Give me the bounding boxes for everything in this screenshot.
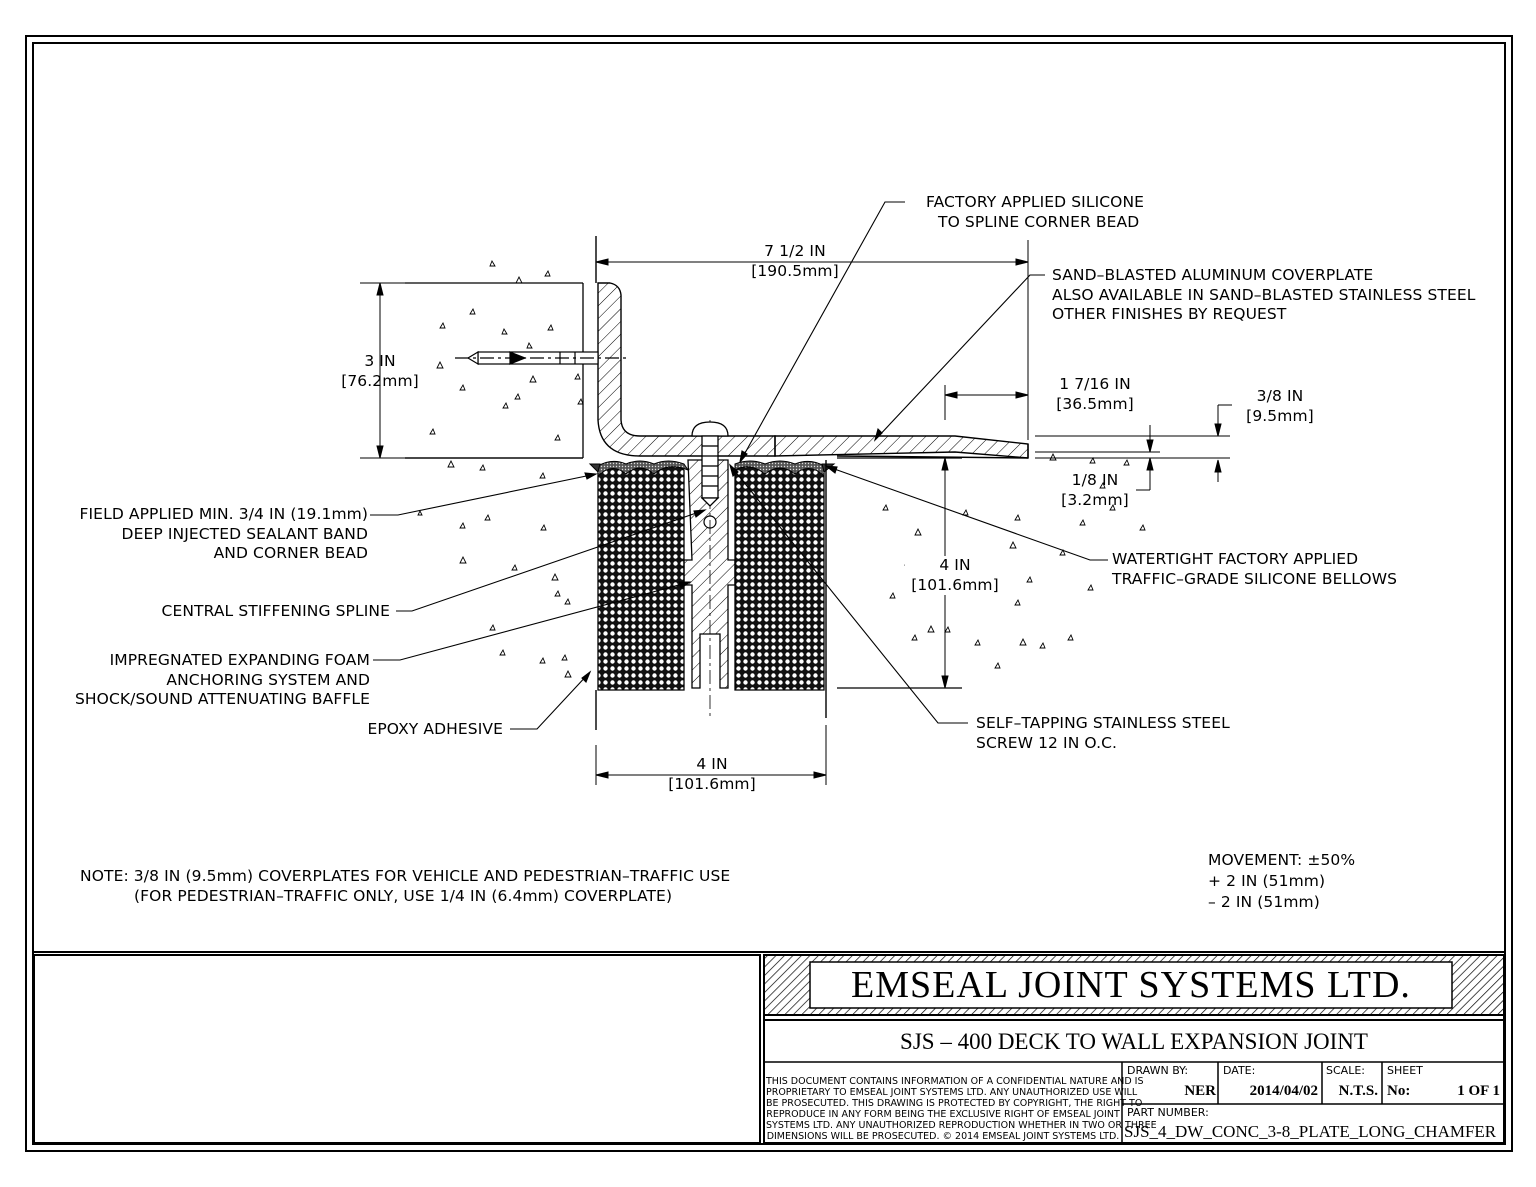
callout-coverplate: SAND–BLASTED ALUMINUM COVERPLATE ALSO AV… [1052, 266, 1476, 325]
disclaimer-line: THIS DOCUMENT CONTAINS INFORMATION OF A … [766, 1076, 1144, 1087]
disclaimer-line: REPRODUCE IN ANY FORM BEING THE EXCLUSIV… [766, 1109, 1120, 1120]
callout-line: IMPREGNATED EXPANDING FOAM [109, 651, 370, 669]
callout-line: DEEP INJECTED SEALANT BAND [121, 524, 368, 543]
callout-sealant-band: FIELD APPLIED MIN. 3/4 IN (19.1mm) DEEP … [80, 505, 369, 564]
dim-value: 7 1/2 IN [764, 242, 826, 260]
sheet-no-label: No: [1387, 1083, 1411, 1099]
company-name: EMSEAL JOINT SYSTEMS LTD. [851, 964, 1411, 1006]
movement: MOVEMENT: ±50% + 2 IN (51mm) – 2 IN (51m… [1208, 850, 1355, 913]
callout-screw: SELF–TAPPING STAINLESS STEEL SCREW 12 IN… [976, 714, 1230, 753]
dim-value-mm: [101.6mm] [911, 575, 999, 594]
drawing-title: SJS – 400 DECK TO WALL EXPANSION JOINT [900, 1029, 1368, 1054]
note-line: NOTE: 3/8 IN (9.5mm) COVERPLATES FOR VEH… [80, 867, 731, 885]
callout-spline: CENTRAL STIFFENING SPLINE [162, 602, 390, 622]
dim-chamfer: 1 7/16 IN [36.5mm] [1040, 375, 1150, 414]
callout-line: ALSO AVAILABLE IN SAND–BLASTED STAINLESS… [1052, 285, 1476, 304]
callout-epoxy: EPOXY ADHESIVE [367, 720, 503, 740]
callout-line: FACTORY APPLIED SILICONE [926, 193, 1145, 211]
disclaimer-line: SYSTEMS LTD. ANY UNAUTHORIZED REPRODUCTI… [766, 1120, 1157, 1131]
callout-line: SHOCK/SOUND ATTENUATING BAFFLE [74, 690, 370, 708]
part-number-label: PART NUMBER: [1127, 1106, 1209, 1119]
note: NOTE: 3/8 IN (9.5mm) COVERPLATES FOR VEH… [80, 867, 730, 906]
dim-value: 3/8 IN [1256, 387, 1304, 405]
dim-value-mm: [190.5mm] [751, 262, 839, 280]
callout-line: SELF–TAPPING STAINLESS STEEL [976, 714, 1230, 732]
dim-plate-thick: 3/8 IN [9.5mm] [1235, 387, 1325, 426]
wall-angle-plate [597, 282, 776, 457]
dim-width-top: 7 1/2 IN [740, 242, 850, 262]
movement-plus: + 2 IN (51mm) [1208, 872, 1326, 890]
dim-value-mm: [9.5mm] [1246, 406, 1314, 425]
callout-line: CENTRAL STIFFENING SPLINE [161, 602, 390, 620]
callout-foam: IMPREGNATED EXPANDING FOAM ANCHORING SYS… [75, 651, 370, 710]
callout-factory-silicone: FACTORY APPLIED SILICONE TO SPLINE CORNE… [926, 193, 1144, 232]
dim-plate-lip: 1/8 IN [3.2mm] [1050, 471, 1140, 510]
callout-line: SAND–BLASTED ALUMINUM COVERPLATE [1052, 266, 1374, 284]
wall-anchor [455, 350, 628, 366]
dim-width-joint: 4 IN [101.6mm] [662, 755, 762, 794]
callout-line: SCREW 12 IN O.C. [976, 733, 1118, 752]
disclaimer: THIS DOCUMENT CONTAINS INFORMATION OF A … [766, 1076, 1157, 1142]
dim-value-mm: [36.5mm] [1056, 394, 1134, 413]
drawn-by-value: NER [1184, 1083, 1216, 1099]
callout-line: WATERTIGHT FACTORY APPLIED [1112, 550, 1359, 568]
callout-bellows: WATERTIGHT FACTORY APPLIED TRAFFIC–GRADE… [1112, 550, 1397, 589]
callout-line: ANCHORING SYSTEM AND [166, 670, 370, 689]
title-block-lines [33, 951, 1505, 1144]
drawn-by-label: DRAWN BY: [1127, 1064, 1189, 1077]
scale-label: SCALE: [1326, 1064, 1365, 1077]
callout-line: TRAFFIC–GRADE SILICONE BELLOWS [1112, 569, 1398, 588]
dim-width-top-mm: [190.5mm] [740, 262, 850, 282]
concrete-aggregate [417, 259, 1146, 678]
disclaimer-line: PROPRIETARY TO EMSEAL JOINT SYSTEMS LTD.… [766, 1087, 1138, 1098]
coverplate [774, 435, 1029, 459]
concrete-deck [405, 457, 962, 689]
date-value: 2014/04/02 [1249, 1083, 1318, 1099]
dim-value: 1 7/16 IN [1059, 375, 1131, 393]
foam-blocks [597, 463, 825, 691]
date-label: DATE: [1223, 1064, 1256, 1077]
callout-line: AND CORNER BEAD [213, 544, 368, 562]
dim-value-mm: [3.2mm] [1061, 490, 1129, 509]
dim-value: 4 IN [939, 556, 971, 574]
disclaimer-line: DIMENSIONS WILL BE PROSECUTED. © 2014 EM… [766, 1131, 1120, 1142]
callout-line: EPOXY ADHESIVE [367, 720, 503, 738]
sheet-label: SHEET [1387, 1064, 1423, 1077]
scale-value: N.T.S. [1338, 1083, 1378, 1099]
dim-height-wall: 3 IN [76.2mm] [330, 352, 430, 391]
dim-value-mm: [101.6mm] [668, 774, 756, 793]
sheet-value: 1 OF 1 [1457, 1083, 1500, 1099]
movement-range: MOVEMENT: ±50% [1208, 851, 1356, 869]
callout-line: FIELD APPLIED MIN. 3/4 IN (19.1mm) [79, 505, 368, 523]
dimension-lines [360, 240, 1232, 785]
dim-value: 1/8 IN [1071, 471, 1119, 489]
dim-value-mm: [76.2mm] [341, 371, 419, 390]
dim-value: 3 IN [364, 352, 396, 370]
leader-lines [370, 201, 1108, 730]
callout-line: TO SPLINE CORNER BEAD [938, 212, 1140, 231]
drawing-border-outer [25, 35, 1513, 1152]
dim-depth-deck: 4 IN [101.6mm] [905, 556, 1005, 595]
note-line: (FOR PEDESTRIAN–TRAFFIC ONLY, USE 1/4 IN… [134, 886, 673, 905]
self-tapping-screw [691, 421, 729, 507]
disclaimer-line: BE PROSECUTED. THIS DRAWING IS PROTECTED… [766, 1098, 1143, 1109]
joint-gap-lines [595, 236, 827, 730]
movement-minus: – 2 IN (51mm) [1208, 893, 1320, 911]
part-number-value: SJS_4_DW_CONC_3-8_PLATE_LONG_CHAMFER [1124, 1122, 1497, 1141]
callout-line: OTHER FINISHES BY REQUEST [1052, 305, 1287, 323]
dim-value: 4 IN [696, 755, 728, 773]
